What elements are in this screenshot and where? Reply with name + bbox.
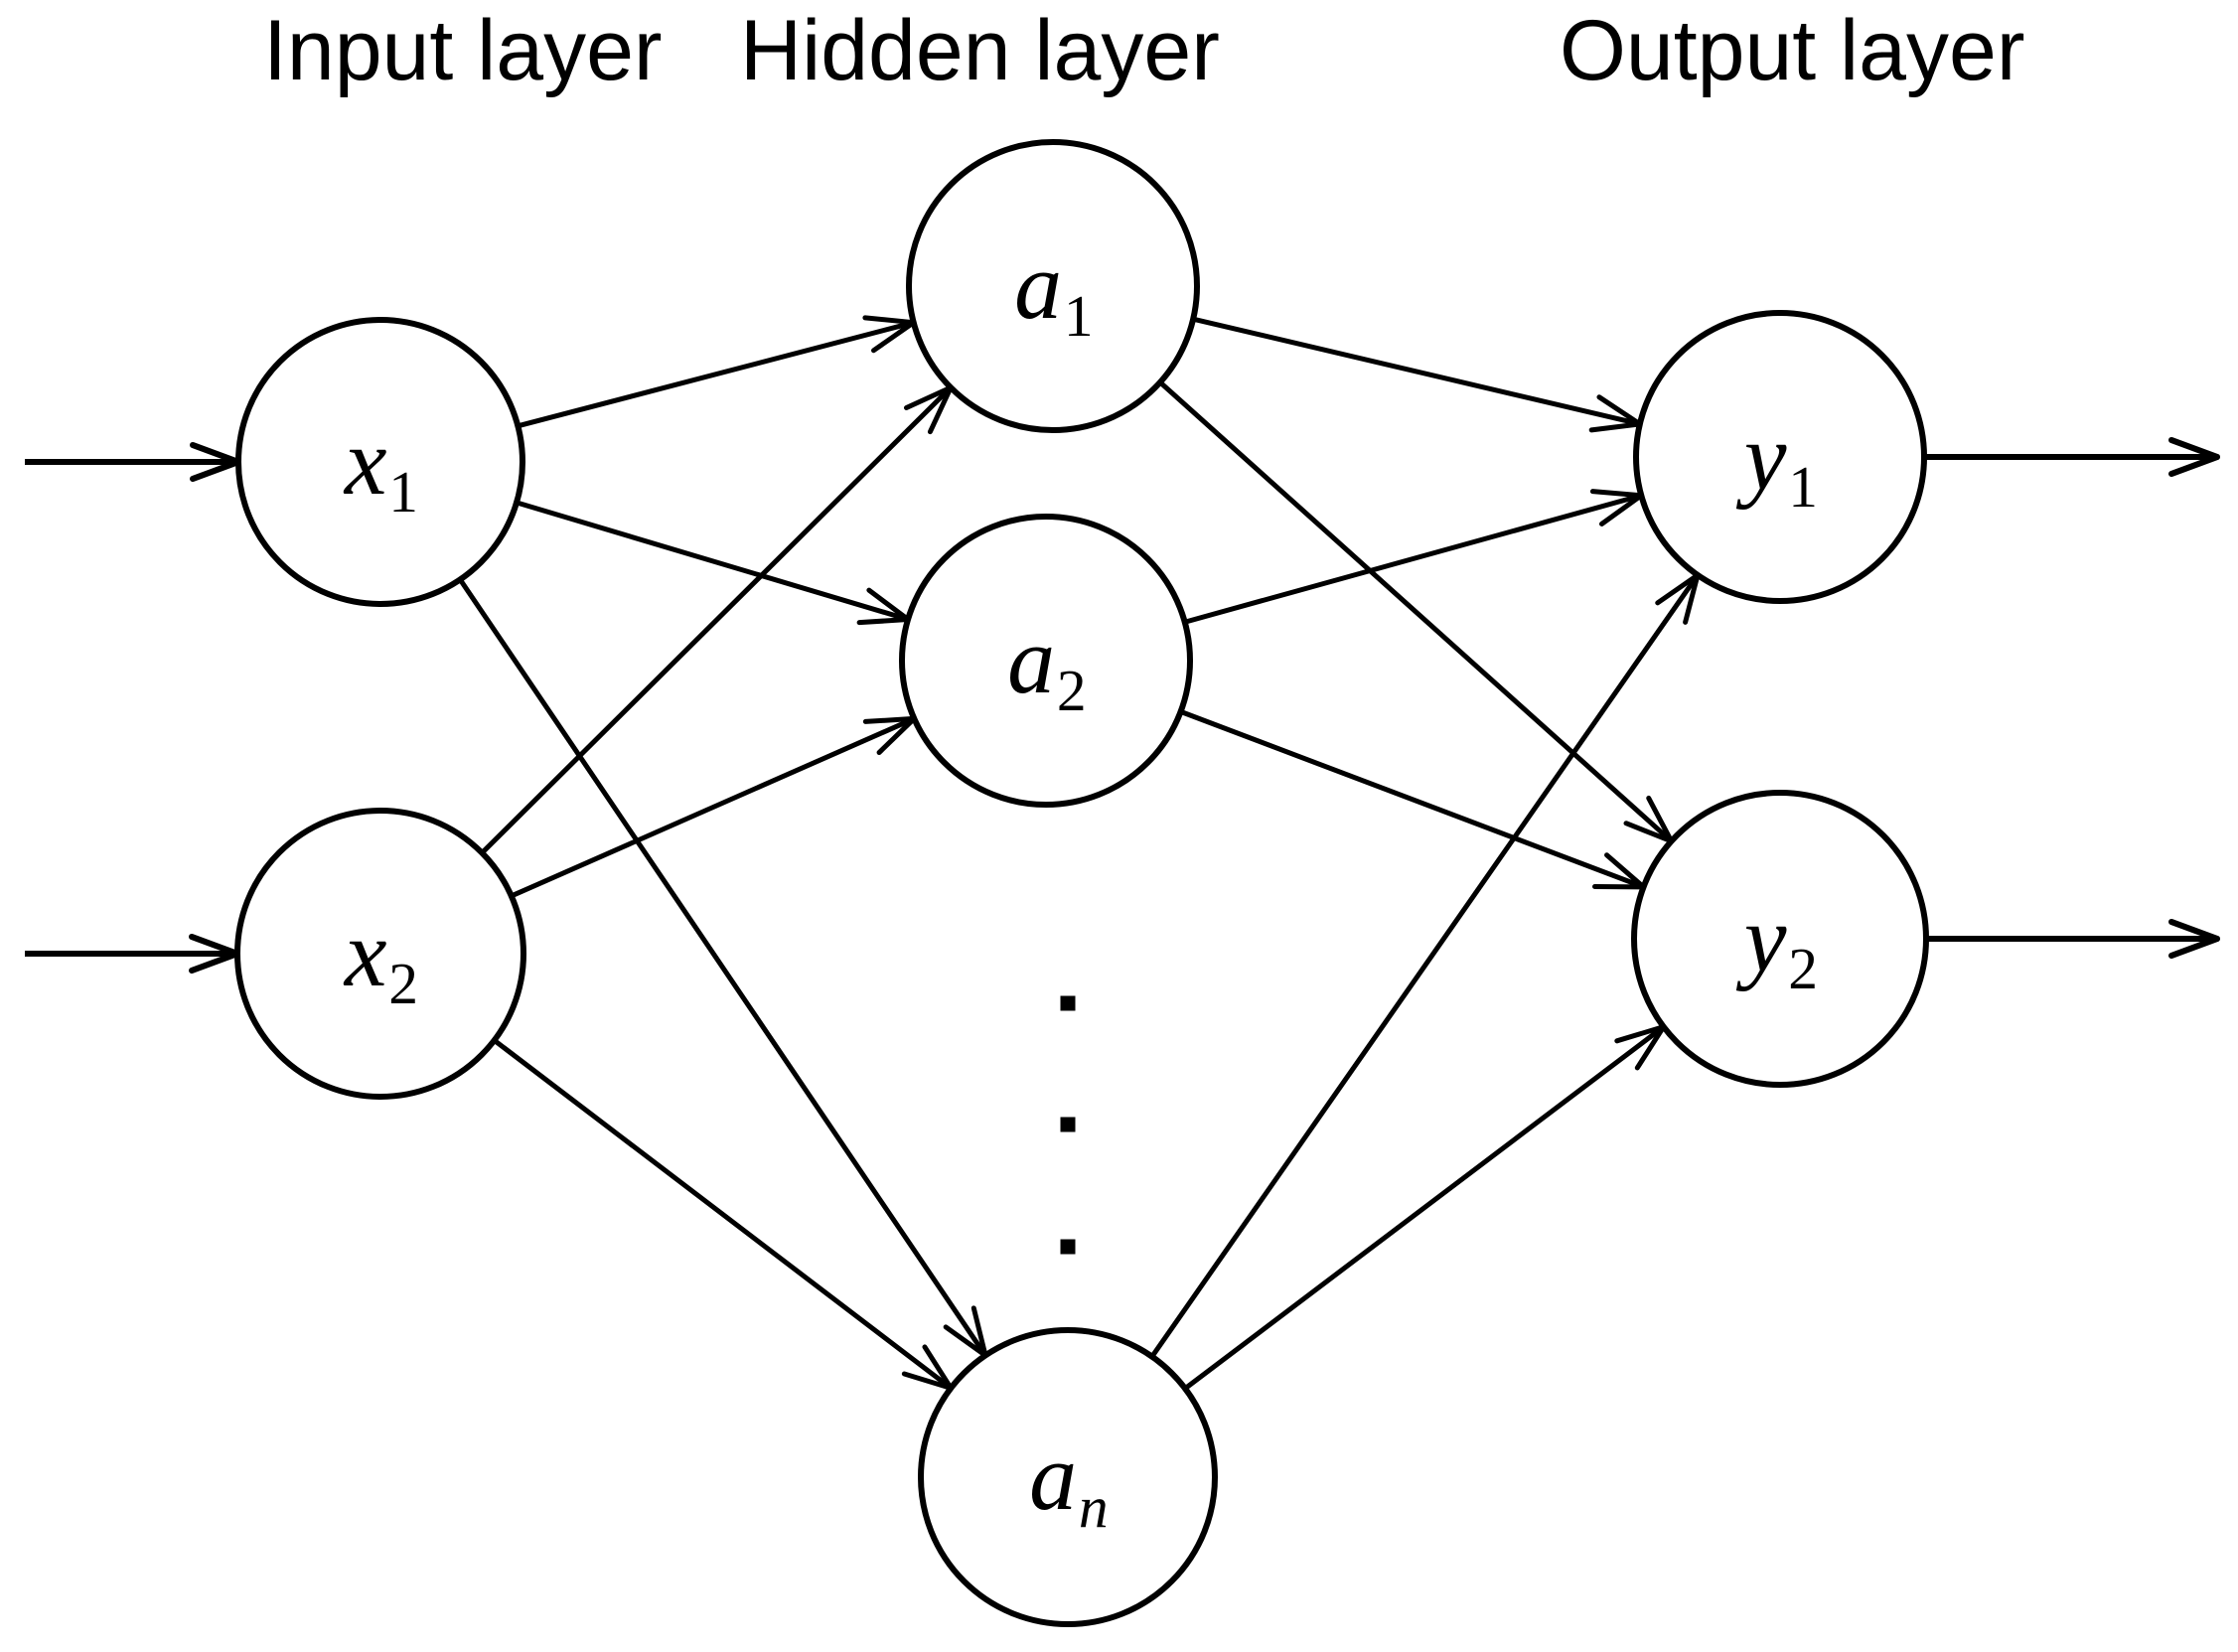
node-label-a1: a1: [1014, 238, 1094, 346]
edge-arrowhead-x2-to-a2: [862, 715, 917, 756]
output-arrow-y1-head: [2168, 437, 2220, 477]
node-label-subscript-y2: 2: [1788, 935, 1818, 1001]
ellipsis-layer: [1060, 995, 1076, 1255]
edge-x2-to-a2: [510, 716, 916, 899]
node-circle-a2[interactable]: [899, 514, 1193, 808]
node-label-y1: y1: [1744, 409, 1818, 517]
node-label-base-a1: a: [1014, 232, 1063, 339]
node-label-base-a2: a: [1007, 607, 1056, 713]
edge-arrowhead-a1-to-y2: [1623, 795, 1675, 844]
input-arrow-x1-head: [190, 442, 241, 482]
node-label-subscript-x1: 1: [388, 458, 418, 525]
edge-arrowhead-an-to-y1: [1655, 572, 1701, 625]
edge-layer: [458, 315, 1701, 1391]
edge-arrowhead-a2-to-y1: [1589, 489, 1644, 526]
edge-an-to-y1: [1149, 573, 1701, 1359]
node-label-subscript-a1: 1: [1063, 282, 1094, 349]
ellipsis-dot-3: [1060, 1239, 1076, 1255]
layer-title-hidden: Hidden layer: [740, 3, 1220, 98]
input-arrow-x2-head: [189, 934, 240, 974]
node-circle-an[interactable]: [918, 1327, 1218, 1627]
node-label-subscript-an: n: [1078, 1473, 1109, 1540]
edge-arrowhead-x2-to-a1: [903, 384, 954, 435]
layer-title-output: Output layer: [1560, 3, 2025, 98]
edge-x1-to-an: [458, 578, 988, 1357]
edge-arrowhead-x1-to-a1: [862, 315, 917, 354]
edge-arrowhead-a2-to-y2: [1591, 852, 1647, 890]
edge-arrowhead-x1-to-a2: [856, 587, 911, 626]
edge-arrowhead-a1-to-y1: [1588, 394, 1643, 433]
edge-x2-to-a1: [480, 385, 953, 855]
edge-arrowhead-x1-to-an: [943, 1305, 988, 1358]
edge-a2-to-y1: [1184, 493, 1642, 625]
node-circle-x2[interactable]: [234, 808, 526, 1100]
edge-x2-to-an: [493, 1038, 953, 1391]
node-label-subscript-a2: 2: [1056, 657, 1087, 723]
node-label-subscript-x2: 2: [388, 950, 418, 1016]
output-arrow-y2-head: [2168, 919, 2220, 959]
node-circle-layer: [234, 139, 1929, 1627]
edge-arrowhead-x2-to-an: [901, 1344, 954, 1391]
edge-a1-to-y1: [1192, 316, 1641, 427]
node-circle-y2[interactable]: [1631, 790, 1929, 1088]
node-label-base-an: a: [1029, 1424, 1078, 1530]
edge-an-to-y2: [1183, 1024, 1666, 1391]
edge-x1-to-a2: [516, 500, 909, 622]
node-label-subscript-y1: 1: [1788, 453, 1818, 520]
external-arrow-layer: [25, 437, 2220, 974]
edge-x1-to-a1: [517, 320, 915, 429]
node-label-base-y1: y: [1743, 403, 1787, 510]
node-label-base-x2: x: [344, 900, 387, 1006]
node-label-base-y2: y: [1743, 885, 1787, 991]
ellipsis-dot-1: [1060, 995, 1076, 1011]
ellipsis-dot-2: [1060, 1117, 1076, 1132]
node-circle-a1[interactable]: [906, 139, 1200, 433]
node-circle-y1[interactable]: [1633, 310, 1927, 604]
layer-title-input: Input layer: [263, 3, 663, 98]
edge-a2-to-y2: [1179, 709, 1645, 890]
node-label-base-x1: x: [344, 408, 387, 515]
edge-a1-to-y2: [1158, 379, 1674, 843]
node-label-an: an: [1029, 1429, 1109, 1537]
node-label-x1: x1: [345, 414, 418, 522]
node-label-a2: a2: [1007, 613, 1087, 720]
node-circle-x1[interactable]: [235, 317, 525, 607]
edge-arrowhead-an-to-y2: [1614, 1024, 1667, 1071]
node-label-x2: x2: [345, 906, 418, 1013]
node-label-y2: y2: [1744, 891, 1818, 998]
